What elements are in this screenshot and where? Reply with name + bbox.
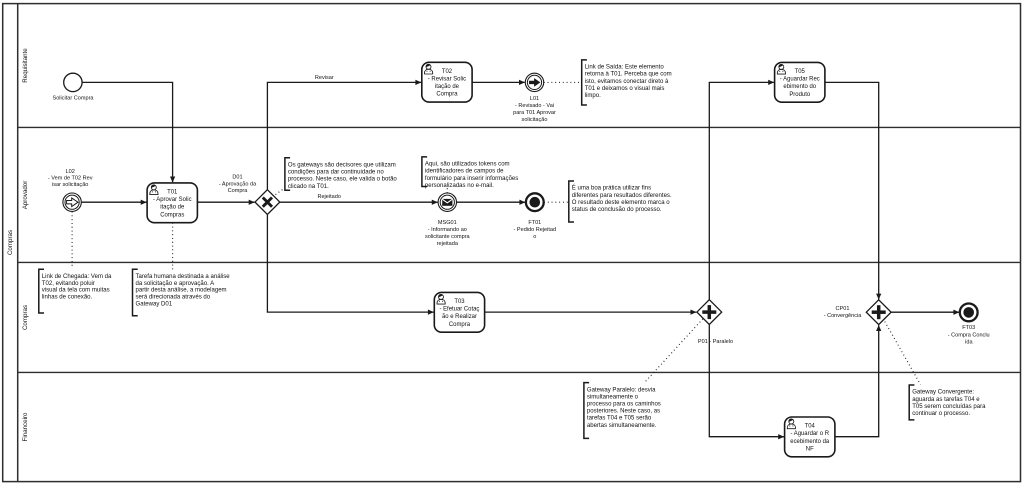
svg-text:Financeiro: Financeiro: [22, 412, 29, 441]
svg-text:Revisar: Revisar: [315, 75, 334, 81]
svg-text:Rejeitado: Rejeitado: [317, 194, 340, 200]
svg-text:É uma boa prática utilizar fin: É uma boa prática utilizar finsdiferente…: [572, 185, 672, 213]
svg-text:Compras: Compras: [7, 230, 14, 255]
svg-text:Compras: Compras: [22, 305, 29, 330]
svg-text:L02- Vem de T02 Revisar solici: L02- Vem de T02 Revisar solicitação: [48, 169, 93, 188]
svg-text:FT01- Pedido Rejeitado: FT01- Pedido Rejeitado: [514, 220, 557, 240]
svg-text:Aprovador: Aprovador: [22, 181, 29, 210]
svg-text:Aqui, são utilizados tokens co: Aqui, são utilizados tokens comidentific…: [425, 162, 518, 189]
svg-text:P01 - Paralelo: P01 - Paralelo: [698, 339, 733, 345]
svg-text:Solicitar Compra: Solicitar Compra: [53, 96, 95, 102]
svg-text:Requisitante: Requisitante: [22, 48, 29, 83]
svg-text:Gateway Convergente:aguarda as: Gateway Convergente:aguarda as tarefas T…: [912, 390, 986, 417]
svg-text:Os gateways são decisores que: Os gateways são decisores que utilizamco…: [288, 163, 398, 190]
svg-text:CP01- Convergência: CP01- Convergência: [824, 306, 863, 319]
